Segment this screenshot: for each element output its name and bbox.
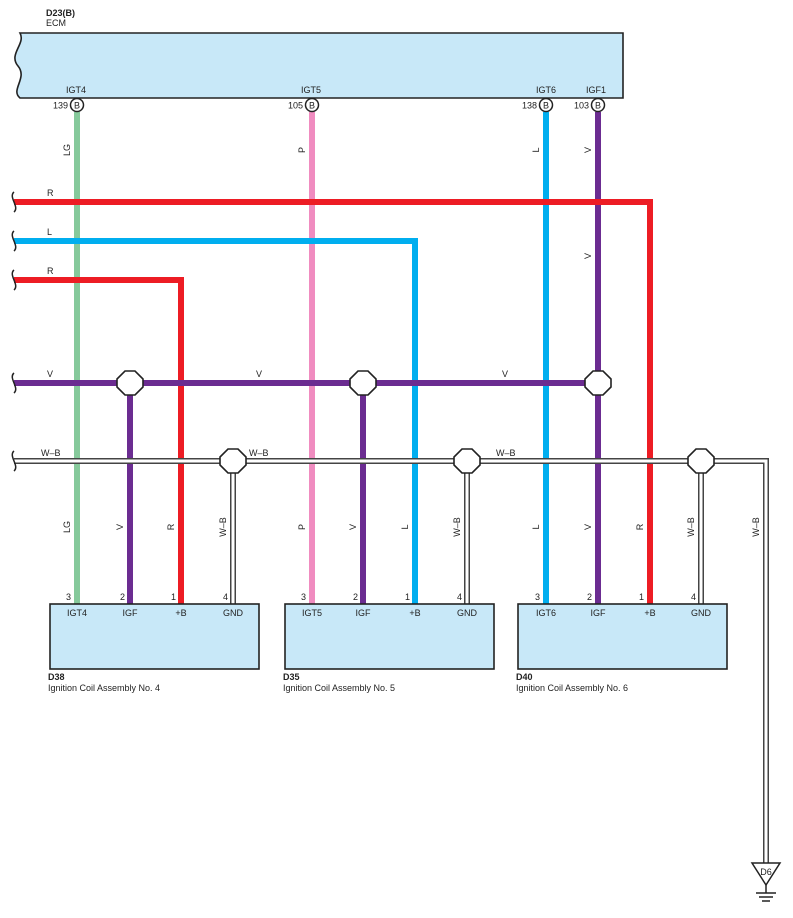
label-wb-ground: W–B <box>751 517 761 537</box>
wire-wb-ground <box>14 458 769 863</box>
label-l-coil5: L <box>400 524 410 529</box>
svg-text:103: 103 <box>574 101 589 111</box>
svg-text:139: 139 <box>53 101 68 111</box>
svg-text:B: B <box>595 101 601 111</box>
coil5-pin-igf: IGF <box>356 608 372 618</box>
splice-v-coil5 <box>349 370 377 396</box>
label-v-coil5: V <box>348 524 358 530</box>
label-l-top: L <box>531 147 541 152</box>
coil5-name: Ignition Coil Assembly No. 5 <box>283 683 395 693</box>
ecm-name: ECM <box>46 18 66 28</box>
coil4-pin-num-gnd: 4 <box>223 592 228 602</box>
label-v-h2: V <box>256 369 262 379</box>
coil5-pin-num-igt5: 3 <box>301 592 306 602</box>
svg-text:B: B <box>543 101 549 111</box>
coil5-pin-num-igf: 2 <box>353 592 358 602</box>
coil6-pin-b: +B <box>644 608 655 618</box>
ecm-pin-name-igt6: IGT6 <box>536 85 556 95</box>
coil5-pin-gnd: GND <box>457 608 478 618</box>
ecm-terminal-139: B 139 <box>53 97 85 113</box>
coil6-pin-gnd: GND <box>691 608 712 618</box>
wire-r-coil6 <box>14 199 653 604</box>
splice-v-coil6 <box>584 370 612 396</box>
ecm-pin-name-igt4: IGT4 <box>66 85 86 95</box>
svg-text:B: B <box>309 101 315 111</box>
label-wb-h2: W–B <box>249 448 269 458</box>
coil5-pin-igt5: IGT5 <box>302 608 322 618</box>
coil4-code: D38 <box>48 672 65 682</box>
label-v-h3: V <box>502 369 508 379</box>
coil6-pin-num-gnd: 4 <box>691 592 696 602</box>
label-r-coil4: R <box>166 523 176 530</box>
coil4-pin-b: +B <box>175 608 186 618</box>
splice-v-coil4 <box>116 370 144 396</box>
ecm-pin-name-igf1: IGF1 <box>586 85 606 95</box>
coil4-pin-gnd: GND <box>223 608 244 618</box>
label-p-coil5: P <box>297 524 307 530</box>
wire-break-marks <box>11 191 17 472</box>
coil-assembly-6: 3 2 1 4 IGT6 IGF +B GND D40 Ignition Coi… <box>516 592 728 693</box>
splice-wb-coil6 <box>687 448 715 474</box>
splice-wb-coil4 <box>219 448 247 474</box>
coil4-pin-num-b: 1 <box>171 592 176 602</box>
label-lg-top: LG <box>62 144 72 156</box>
svg-text:138: 138 <box>522 101 537 111</box>
label-r-coil6: R <box>635 523 645 530</box>
coil6-pin-igt6: IGT6 <box>536 608 556 618</box>
ecm-terminal-103: B 103 <box>574 97 606 113</box>
label-wb-coil6: W–B <box>686 517 696 537</box>
label-r-h1: R <box>47 188 54 198</box>
coil4-name: Ignition Coil Assembly No. 4 <box>48 683 160 693</box>
svg-text:B: B <box>74 101 80 111</box>
coil5-pin-num-gnd: 4 <box>457 592 462 602</box>
coil6-pin-igf: IGF <box>591 608 607 618</box>
coil4-pin-num-igf: 2 <box>120 592 125 602</box>
coil6-pin-num-igt6: 3 <box>535 592 540 602</box>
coil5-code: D35 <box>283 672 300 682</box>
ecm-box <box>14 32 624 99</box>
wire-l-coil5 <box>14 238 418 604</box>
label-lg-coil4: LG <box>62 521 72 533</box>
label-v-coil4: V <box>115 524 125 530</box>
label-v-top: V <box>583 147 593 153</box>
label-wb-h1: W–B <box>41 448 61 458</box>
coil6-code: D40 <box>516 672 533 682</box>
ecm-pin-name-igt5: IGT5 <box>301 85 321 95</box>
label-v-coil6: V <box>583 524 593 530</box>
label-wb-h3: W–B <box>496 448 516 458</box>
coil6-pin-num-b: 1 <box>639 592 644 602</box>
label-p-top: P <box>297 147 307 153</box>
label-wb-coil5: W–B <box>452 517 462 537</box>
splice-wb-coil5 <box>453 448 481 474</box>
coil-assembly-4: 3 2 1 4 IGT4 IGF +B GND D38 Ignition Coi… <box>48 592 260 693</box>
coil4-pin-num-igt4: 3 <box>66 592 71 602</box>
coil4-pin-igf: IGF <box>123 608 139 618</box>
coil6-pin-num-igf: 2 <box>587 592 592 602</box>
coil5-pin-num-b: 1 <box>405 592 410 602</box>
ground-icon: D6 <box>750 862 782 902</box>
label-r-h2: R <box>47 266 54 276</box>
coil4-pin-igt4: IGT4 <box>67 608 87 618</box>
label-l-coil6: L <box>531 524 541 529</box>
label-v-mid: V <box>583 253 593 259</box>
ecm-terminal-105: B 105 <box>288 97 320 113</box>
label-wb-coil4: W–B <box>218 517 228 537</box>
svg-text:105: 105 <box>288 101 303 111</box>
coil5-pin-b: +B <box>409 608 420 618</box>
wire-r-coil4 <box>14 277 184 604</box>
ground-code: D6 <box>760 867 772 877</box>
coil-assembly-5: 3 2 1 4 IGT5 IGF +B GND D35 Ignition Coi… <box>283 592 495 693</box>
ecm-code: D23(B) <box>46 8 75 18</box>
label-l-h: L <box>47 227 52 237</box>
coil6-name: Ignition Coil Assembly No. 6 <box>516 683 628 693</box>
splice-points <box>116 370 715 474</box>
ecm-terminal-138: B 138 <box>522 97 554 113</box>
label-v-h1: V <box>47 369 53 379</box>
